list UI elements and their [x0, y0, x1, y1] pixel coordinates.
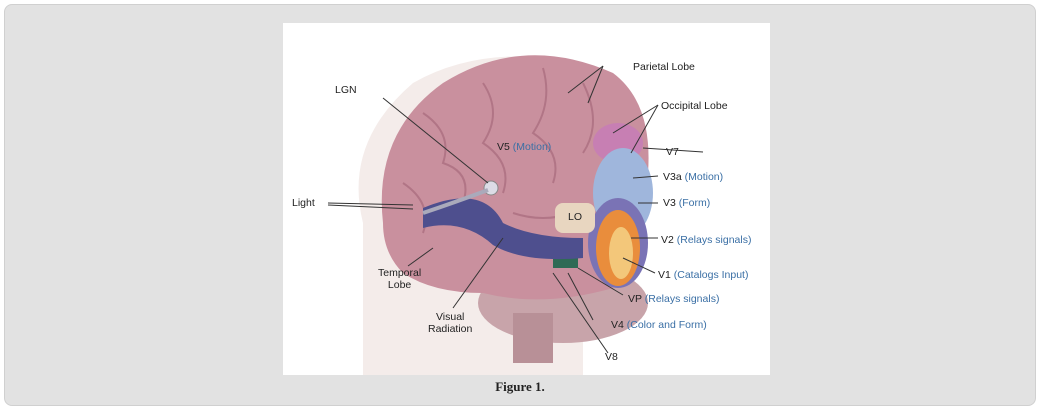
v4-note: (Color and Form): [626, 319, 707, 331]
label-v4: V4 (Color and Form): [611, 319, 707, 331]
v4-text: V4: [611, 319, 624, 331]
v3-text: V3: [663, 197, 676, 209]
label-lo: LO: [568, 211, 583, 223]
vp-text: VP: [628, 293, 642, 305]
label-v5: V5 (Motion): [497, 141, 551, 153]
label-temporal-lobe: Temporal Lobe: [378, 267, 422, 291]
label-v7: V7: [666, 146, 679, 158]
label-occipital-lobe: Occipital Lobe: [661, 100, 728, 112]
label-v3a: V3a (Motion): [663, 171, 723, 183]
label-v1: V1 (Catalogs Input): [658, 269, 748, 281]
label-light: Light: [292, 197, 315, 209]
v3a-note: (Motion): [684, 171, 724, 183]
v3-note: (Form): [678, 197, 711, 209]
vp-note: (Relays signals): [644, 293, 720, 305]
brain-visual-pathways-figure: Parietal Lobe Occipital Lobe LGN V5 (Mot…: [283, 23, 770, 375]
label-visual-radiation: Visual Radiation: [428, 311, 473, 335]
label-vp: VP (Relays signals): [628, 293, 719, 305]
brain-illustration: [327, 55, 704, 375]
figure-caption: Figure 1.: [495, 379, 545, 394]
figure-card: Parietal Lobe Occipital Lobe LGN V5 (Mot…: [4, 4, 1036, 406]
v2-note: (Relays signals): [676, 234, 752, 246]
label-lgn: LGN: [335, 84, 357, 96]
v5-text: V5: [497, 141, 510, 153]
lgn-node: [483, 180, 499, 196]
v5-note: (Motion): [512, 141, 552, 153]
label-v2: V2 (Relays signals): [661, 234, 751, 246]
brainstem: [513, 313, 553, 363]
optic-tract: [422, 188, 489, 215]
area-lo: [555, 203, 595, 233]
v2-text: V2: [661, 234, 674, 246]
v1-text: V1: [658, 269, 671, 281]
visual-radiation-band: [423, 198, 583, 260]
v1-note: (Catalogs Input): [673, 269, 749, 281]
label-v3: V3 (Form): [663, 197, 710, 209]
v3a-text: V3a: [663, 171, 682, 183]
area-v1: [609, 227, 633, 279]
label-parietal-lobe: Parietal Lobe: [633, 61, 695, 73]
label-v8: V8: [605, 351, 618, 363]
leader-lines: [327, 65, 704, 354]
